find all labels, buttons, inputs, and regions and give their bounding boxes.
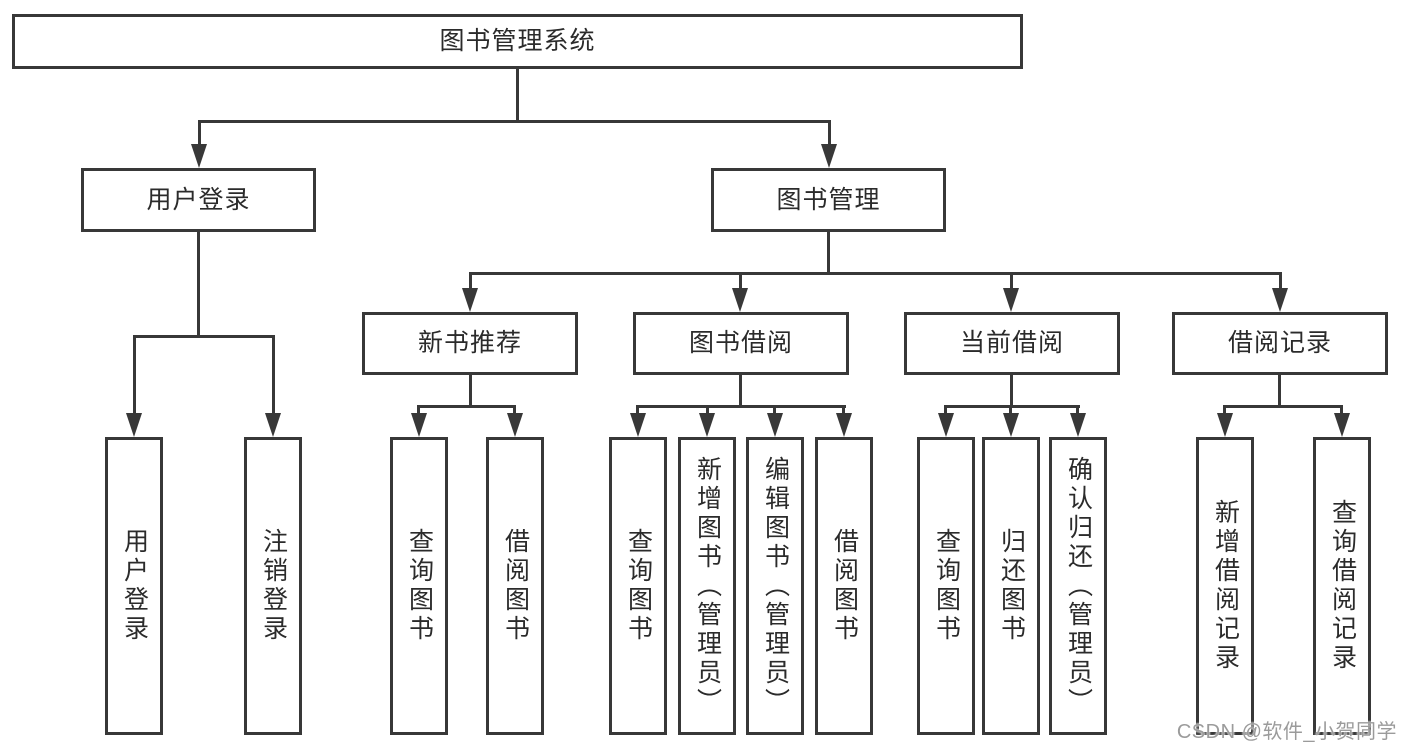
arrow-down-icon bbox=[265, 413, 281, 437]
node-query-borrow-record: 查询借阅记录 bbox=[1313, 437, 1371, 735]
node-new-book-recommend: 新书推荐 bbox=[362, 312, 578, 375]
arrow-down-icon bbox=[1070, 413, 1086, 437]
arrow-down-icon bbox=[630, 413, 646, 437]
arrow-down-icon bbox=[836, 413, 852, 437]
node-root: 图书管理系统 bbox=[12, 14, 1023, 69]
connector-line bbox=[469, 375, 472, 408]
connector-line bbox=[198, 120, 831, 123]
connector-line bbox=[513, 405, 516, 417]
connector-line bbox=[417, 405, 516, 408]
arrow-down-icon bbox=[462, 288, 478, 312]
arrow-down-icon bbox=[938, 413, 954, 437]
arrow-down-icon bbox=[411, 413, 427, 437]
node-return-book: 归还图书 bbox=[982, 437, 1040, 735]
node-login: 用户登录 bbox=[105, 437, 163, 735]
connector-line bbox=[197, 232, 200, 338]
connector-line bbox=[133, 335, 275, 338]
arrow-down-icon bbox=[1003, 288, 1019, 312]
node-borrow-records: 借阅记录 bbox=[1172, 312, 1388, 375]
connector-line bbox=[636, 405, 639, 417]
watermark: CSDN @软件_小贺同学 bbox=[1176, 721, 1397, 743]
connector-line bbox=[773, 405, 776, 417]
connector-line bbox=[1279, 272, 1282, 292]
connector-line bbox=[516, 69, 519, 123]
arrow-down-icon bbox=[821, 144, 837, 168]
connector-line bbox=[1340, 405, 1343, 417]
connector-line bbox=[469, 272, 472, 292]
node-user-login: 用户登录 bbox=[81, 168, 316, 232]
connector-line bbox=[944, 405, 1080, 408]
connector-line bbox=[827, 232, 830, 275]
node-query-book-current: 查询图书 bbox=[917, 437, 975, 735]
connector-line bbox=[636, 405, 846, 408]
arrow-down-icon bbox=[1003, 413, 1019, 437]
arrow-down-icon bbox=[1272, 288, 1288, 312]
connector-line bbox=[1076, 405, 1079, 417]
node-logout: 注销登录 bbox=[244, 437, 302, 735]
arrow-down-icon bbox=[191, 144, 207, 168]
arrow-down-icon bbox=[699, 413, 715, 437]
node-current-borrow: 当前借阅 bbox=[904, 312, 1120, 375]
connector-line bbox=[739, 375, 742, 408]
connector-line bbox=[1009, 405, 1012, 417]
connector-line bbox=[1010, 375, 1013, 408]
node-query-book-recommend: 查询图书 bbox=[390, 437, 448, 735]
node-book-management: 图书管理 bbox=[711, 168, 946, 232]
connector-line bbox=[828, 120, 831, 148]
node-confirm-return-admin: 确认归还（管理员） bbox=[1049, 437, 1107, 735]
connector-line bbox=[133, 335, 136, 417]
connector-line bbox=[469, 272, 1282, 275]
connector-line bbox=[706, 405, 709, 417]
arrow-down-icon bbox=[732, 288, 748, 312]
node-add-book-admin: 新增图书（管理员） bbox=[678, 437, 736, 735]
connector-line bbox=[198, 120, 201, 148]
node-borrow-book: 借阅图书 bbox=[815, 437, 873, 735]
arrow-down-icon bbox=[507, 413, 523, 437]
node-book-borrow: 图书借阅 bbox=[633, 312, 849, 375]
connector-line bbox=[1223, 405, 1343, 408]
node-borrow-book-recommend: 借阅图书 bbox=[486, 437, 544, 735]
connector-line bbox=[944, 405, 947, 417]
connector-line bbox=[739, 272, 742, 292]
arrow-down-icon bbox=[1217, 413, 1233, 437]
connector-line bbox=[1010, 272, 1013, 292]
arrow-down-icon bbox=[126, 413, 142, 437]
node-query-book-borrow: 查询图书 bbox=[609, 437, 667, 735]
arrow-down-icon bbox=[1334, 413, 1350, 437]
connector-line bbox=[842, 405, 845, 417]
node-edit-book-admin: 编辑图书（管理员） bbox=[746, 437, 804, 735]
connector-line bbox=[272, 335, 275, 417]
connector-line bbox=[1278, 375, 1281, 408]
connector-line bbox=[417, 405, 420, 417]
arrow-down-icon bbox=[767, 413, 783, 437]
connector-line bbox=[1223, 405, 1226, 417]
node-add-borrow-record: 新增借阅记录 bbox=[1196, 437, 1254, 735]
